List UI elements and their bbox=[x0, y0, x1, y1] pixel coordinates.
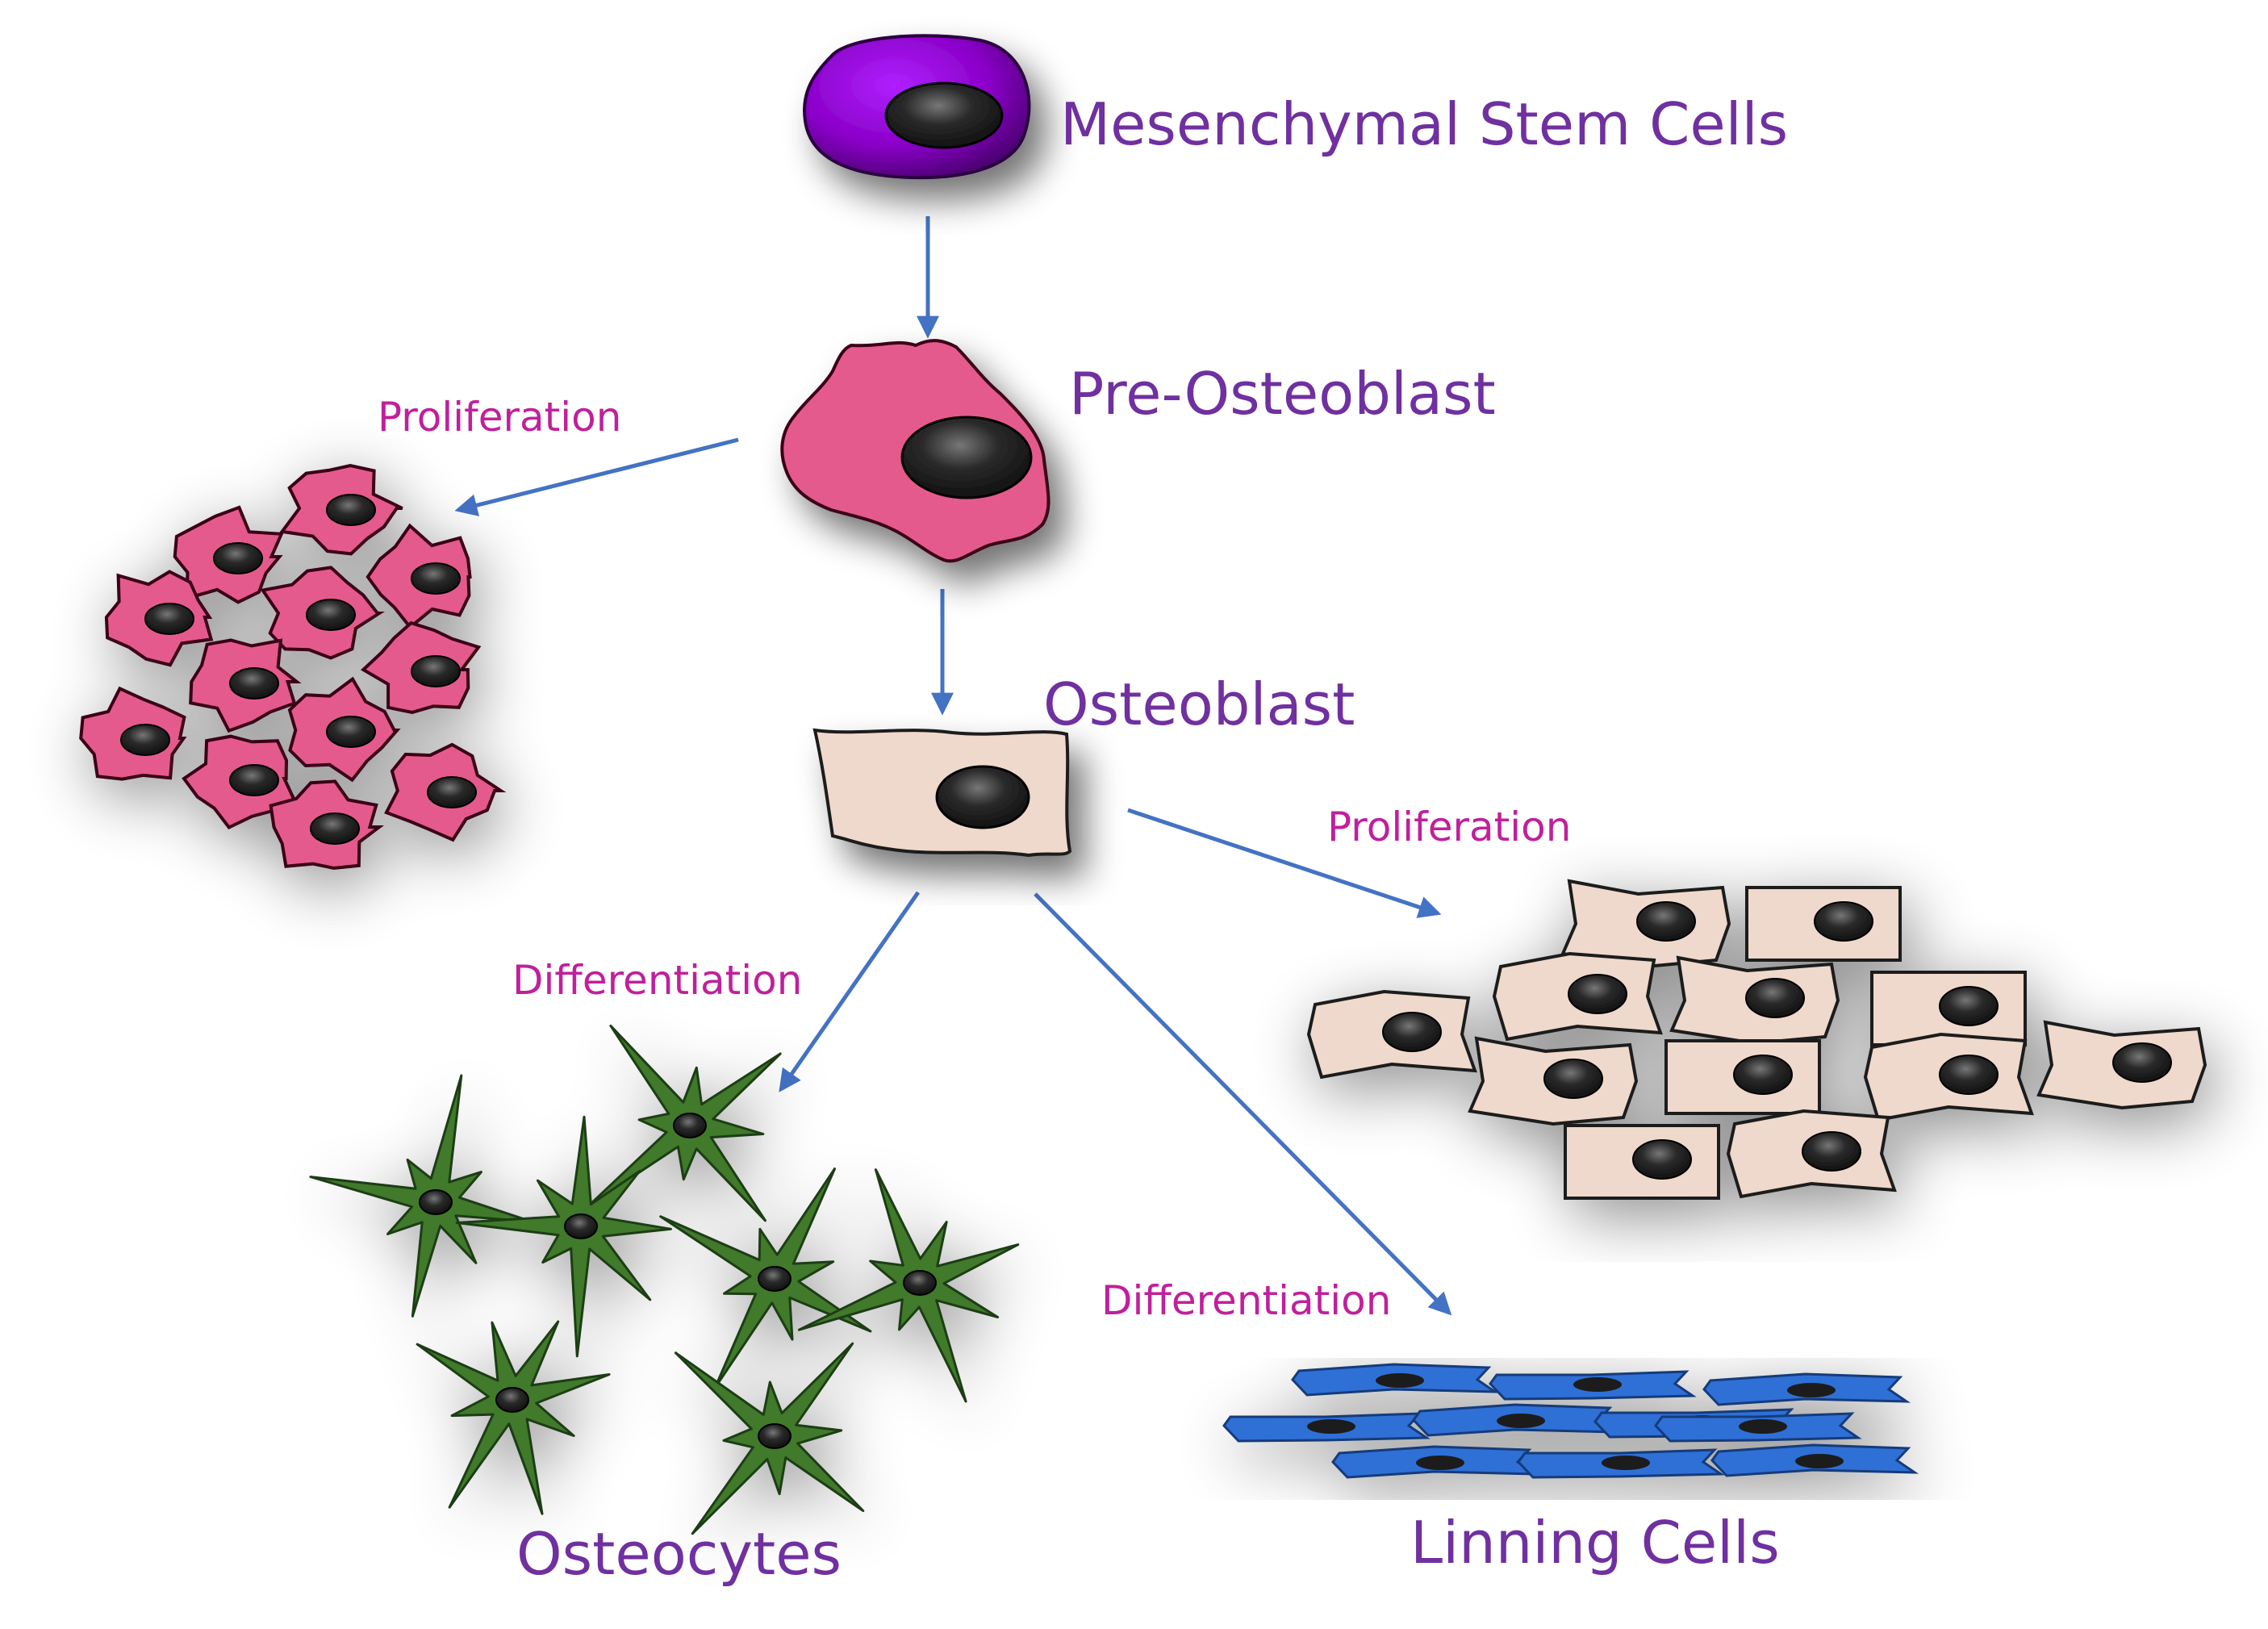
osteoblast-cluster-cell bbox=[1564, 1124, 1720, 1200]
pre-osteoblast-cluster-cell bbox=[104, 570, 214, 667]
osteocyte-cell bbox=[416, 1320, 611, 1515]
osteoblast-cluster-cell bbox=[1863, 1032, 2034, 1122]
osteocytes-label: Osteocytes bbox=[516, 1520, 842, 1588]
differentiation-left-label: Differentiation bbox=[512, 957, 803, 1004]
osteoblast-cluster-cell bbox=[1669, 955, 1840, 1046]
msc-nucleus bbox=[884, 81, 1004, 149]
pre-osteoblast-cluster-cell bbox=[260, 566, 386, 660]
osteoblast-cluster-cell bbox=[1745, 886, 1902, 962]
pre-osteoblast-cluster-cell bbox=[79, 686, 187, 781]
pre-osteoblast-cluster-cell bbox=[365, 523, 472, 630]
pre-osteoblast-cluster-cell bbox=[287, 676, 401, 783]
lining-cells-label: Linning Cells bbox=[1410, 1509, 1780, 1577]
osteocytes-cluster bbox=[309, 1024, 1020, 1535]
osteoblast-cluster-cell bbox=[1468, 1036, 1639, 1126]
pre-osteoblast-label: Pre-Osteoblast bbox=[1069, 360, 1496, 428]
osteoblast-proliferation-cluster bbox=[1306, 879, 2207, 1200]
pre-osteoblast-nucleus bbox=[900, 416, 1033, 499]
osteoblast-cluster-cell bbox=[1306, 989, 1477, 1080]
lining-cell bbox=[1291, 1363, 1500, 1397]
lining-cell bbox=[1222, 1412, 1431, 1443]
lining-cell bbox=[1654, 1412, 1862, 1443]
msc-label: Mesenchymal Stem Cells bbox=[1060, 90, 1789, 158]
pre-osteoblast-cell bbox=[780, 339, 1050, 563]
arrow-osteoblast-proliferation bbox=[1127, 808, 1442, 918]
osteoblast-cluster-cell bbox=[1560, 879, 1731, 969]
osteoblast-nucleus bbox=[935, 765, 1030, 829]
osteoblast-cluster-cell bbox=[1492, 951, 1663, 1042]
lining-cell bbox=[1412, 1403, 1621, 1437]
pre-osteoblast-cluster-cell bbox=[278, 463, 403, 556]
osteoblast-cluster-cell bbox=[1664, 1039, 1821, 1115]
osteoblast-cell bbox=[812, 728, 1072, 858]
pre-osteoblast-cluster-cell bbox=[360, 620, 482, 714]
osteoblast-label: Osteoblast bbox=[1043, 670, 1355, 738]
osteocyte-cell bbox=[797, 1168, 1020, 1403]
pre-osteoblast-cluster-cell bbox=[269, 779, 384, 871]
osteoblast-cluster-cell bbox=[1726, 1109, 1897, 1199]
proliferation-left-label: Proliferation bbox=[378, 394, 622, 441]
arrow-osteoblast-to-osteocytes bbox=[779, 891, 921, 1092]
lining-cell bbox=[1517, 1448, 1725, 1479]
arrows bbox=[454, 216, 1452, 1316]
lining-cells-cluster bbox=[1222, 1363, 1919, 1479]
pre-osteoblast-cluster-cell bbox=[173, 505, 284, 604]
pre-osteoblast-cluster-cell bbox=[189, 638, 302, 733]
proliferation-right-label: Proliferation bbox=[1327, 804, 1572, 850]
differentiation-right-label: Differentiation bbox=[1101, 1277, 1392, 1324]
arrow-pre-osteoblast-proliferation bbox=[454, 437, 739, 516]
osteocyte-cell bbox=[309, 1074, 533, 1318]
pre-osteoblast-cluster-cell bbox=[384, 742, 507, 842]
lining-cell bbox=[1489, 1370, 1697, 1401]
osteoblast-cluster-cell bbox=[2036, 1020, 2207, 1110]
osteocyte-cell bbox=[674, 1342, 865, 1535]
lining-cell bbox=[1702, 1372, 1911, 1406]
osteocyte-cell bbox=[455, 1115, 672, 1358]
pre-osteoblast-cluster-cell bbox=[182, 734, 297, 830]
osteocyte-cell bbox=[659, 1167, 872, 1389]
lining-cell bbox=[1710, 1443, 1919, 1477]
pre-osteoblast-proliferation-cluster bbox=[79, 463, 507, 871]
lining-cell bbox=[1331, 1445, 1540, 1479]
msc-cell bbox=[803, 34, 1031, 180]
arrow-osteoblast-to-lining-cells bbox=[1034, 892, 1452, 1316]
